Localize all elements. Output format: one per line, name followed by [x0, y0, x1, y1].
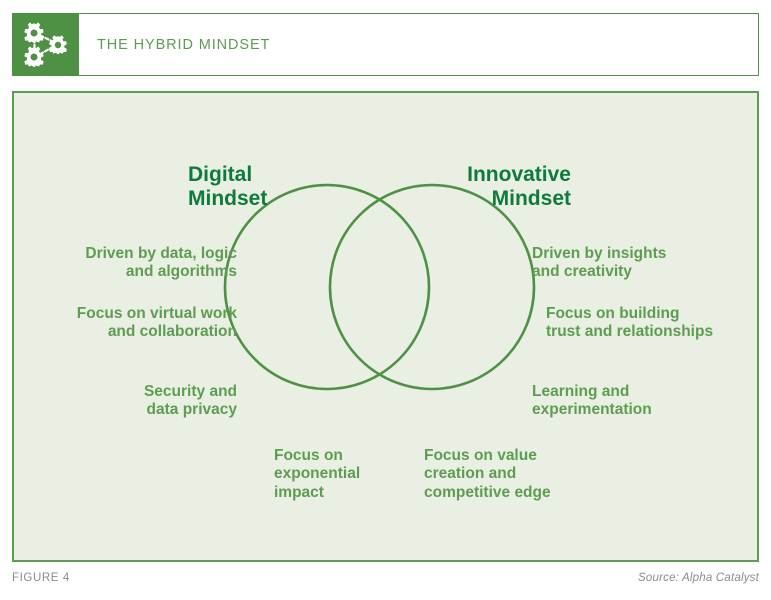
venn-label-left-3: Security and data privacy — [143, 383, 237, 419]
venn-circle-left — [223, 183, 431, 391]
venn-circle-right — [328, 183, 536, 391]
venn-label-bottom-2: Focus on value creation and competitive … — [424, 447, 551, 501]
header-bar: THE HYBRID MINDSET — [12, 13, 759, 76]
venn-label-right-1: Driven by insights and creativity — [532, 245, 667, 281]
venn-heading-left: Digital Mindset — [188, 163, 268, 211]
venn-diagram — [223, 183, 536, 391]
venn-heading-right: Innovative Mindset — [467, 163, 571, 211]
gears-network-icon — [22, 21, 70, 68]
figure-panel: Digital Mindset Innovative Mindset Drive… — [12, 91, 759, 562]
figure-footer: FIGURE 4 Source: Alpha Catalyst — [12, 566, 759, 590]
figure-number: FIGURE 4 — [12, 572, 70, 584]
header-title: THE HYBRID MINDSET — [97, 36, 271, 53]
venn-label-right-3: Learning and experimentation — [532, 383, 652, 419]
venn-label-left-2: Focus on virtual work and collaboration — [76, 305, 237, 341]
brand-logo — [13, 14, 79, 75]
venn-label-right-2: Focus on building trust and relationship… — [546, 305, 714, 341]
venn-label-left-1: Driven by data, logic and algorithms — [85, 245, 237, 281]
venn-label-bottom-1: Focus on exponential impact — [274, 447, 361, 501]
figure-source: Source: Alpha Catalyst — [638, 572, 759, 584]
